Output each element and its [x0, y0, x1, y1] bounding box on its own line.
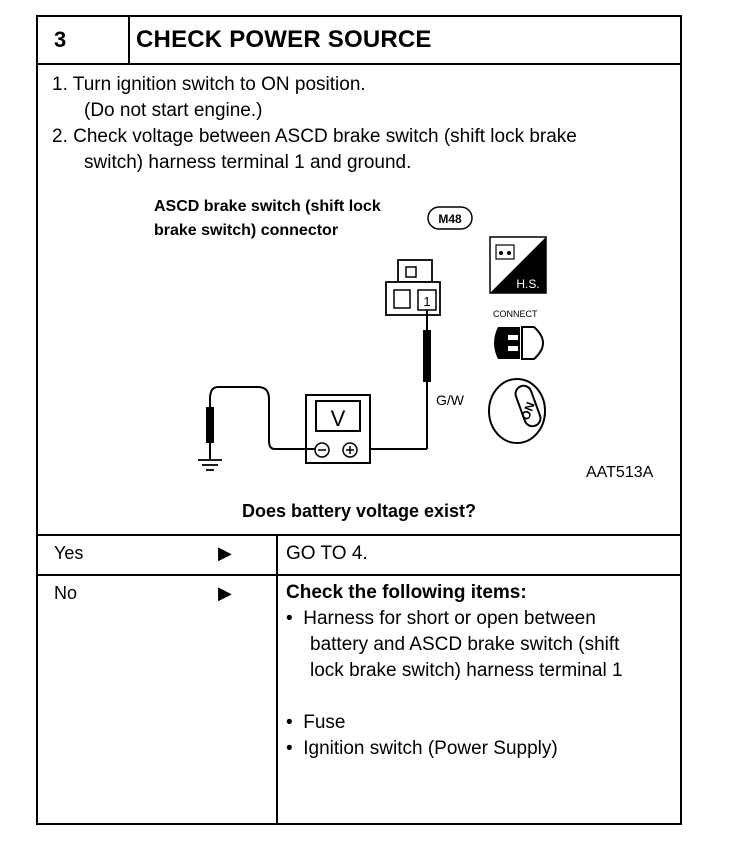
check-item: • Harness for short or open between — [286, 608, 596, 629]
check-question: Does battery voltage exist? — [241, 501, 477, 521]
check-item-continued: lock brake switch) harness terminal 1 — [310, 660, 623, 681]
check-item-continued: battery and ASCD brake switch (shift — [310, 634, 620, 655]
instruction-1-continued: (Do not start engine.) — [84, 100, 263, 121]
connector-code-badge: M48 — [427, 206, 473, 230]
instruction-list: 1. Turn ignition switch to ON position. … — [52, 72, 577, 176]
no-result-title: Check the following items: — [286, 582, 527, 603]
wiring-diagram: M48 1 V — [198, 206, 547, 471]
check-item: • Fuse — [286, 712, 346, 733]
result-column-divider — [276, 536, 278, 823]
step-number: 3 — [54, 27, 67, 52]
wire-color-label: G/W — [436, 392, 465, 408]
instruction-number: 1. — [52, 74, 68, 95]
instruction-1: 1. Turn ignition switch to ON position. — [52, 72, 577, 98]
arrow-right-icon: ▶ — [218, 583, 232, 603]
connect-label: CONNECT — [493, 309, 538, 319]
connector-label: ASCD brake switch (shift lock brake swit… — [154, 198, 381, 239]
answer-yes: Yes — [54, 543, 84, 563]
check-item: • Ignition switch (Power Supply) — [286, 738, 558, 759]
instruction-2-continued: switch) harness terminal 1 and ground. — [84, 152, 412, 173]
svg-text:M48: M48 — [438, 212, 462, 226]
yes-result: GO TO 4. — [286, 543, 368, 564]
diagnostic-step-table: 3 CHECK POWER SOURCE 1. Turn ignition sw… — [36, 15, 682, 825]
connector-icon: 1 — [385, 259, 441, 316]
instruction-text: Check voltage between ASCD brake switch … — [73, 126, 577, 147]
yes-row-divider — [38, 574, 680, 576]
arrow-right-icon: ▶ — [218, 543, 232, 563]
answer-no: No — [54, 583, 78, 603]
step-header: 3 CHECK POWER SOURCE — [38, 17, 680, 65]
hs-tool-icon: H.S. — [489, 236, 547, 294]
instruction-2: 2. Check voltage between ASCD brake swit… — [52, 124, 577, 150]
svg-text:1: 1 — [423, 294, 430, 309]
ground-icon — [198, 459, 222, 471]
instruction-text: Turn ignition switch to ON position. — [72, 74, 366, 95]
voltmeter-icon: V — [305, 394, 371, 464]
instruction-number: 2. — [52, 126, 68, 147]
no-result: Check the following items: • Harness for… — [286, 580, 623, 762]
ignition-on-icon: ON — [488, 378, 546, 444]
svg-text:H.S.: H.S. — [516, 277, 539, 291]
svg-text:ON: ON — [518, 400, 537, 422]
header-divider — [128, 17, 130, 63]
connect-icon — [494, 326, 545, 360]
figure-id: AAT513A — [586, 464, 654, 481]
negative-probe — [206, 386, 315, 459]
step-title: CHECK POWER SOURCE — [136, 26, 432, 53]
svg-text:V: V — [331, 406, 346, 431]
question-divider — [38, 534, 680, 536]
